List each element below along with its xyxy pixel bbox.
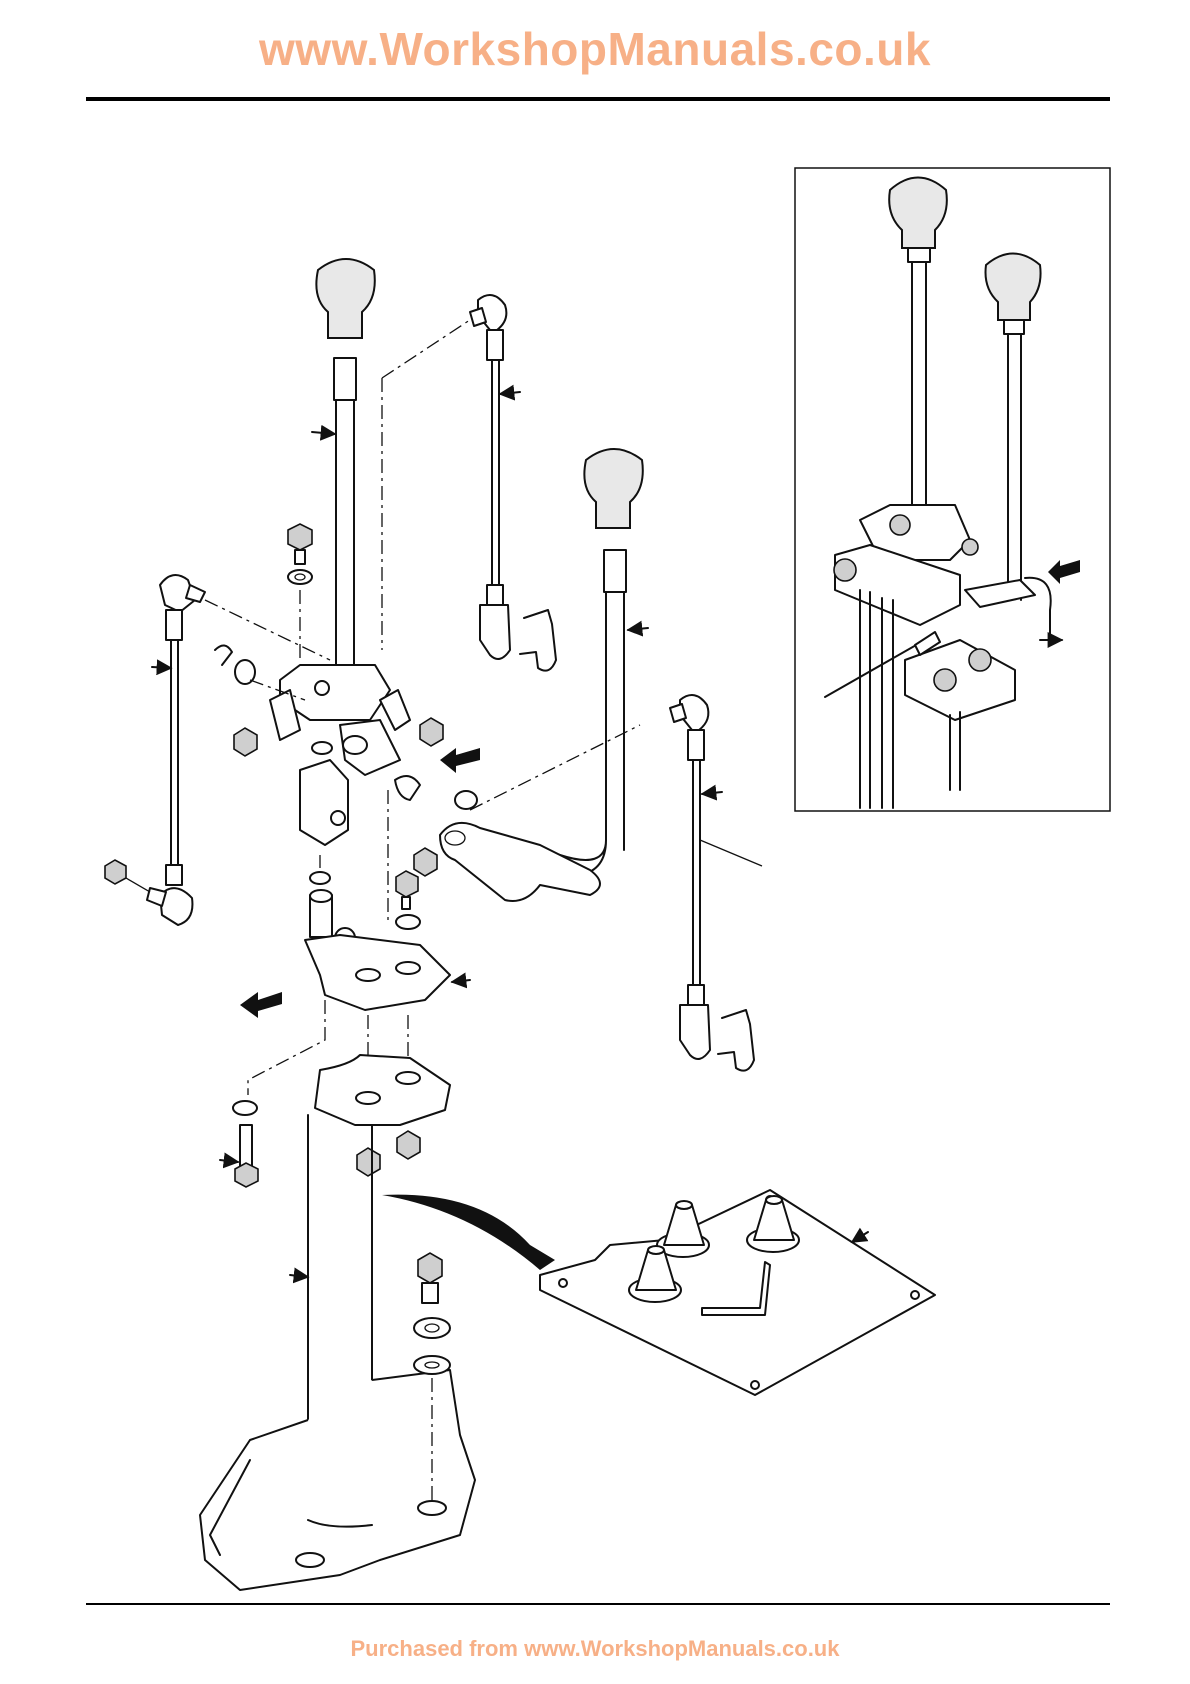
selector-gate-plate [240,871,470,1018]
upper-link-rod [470,295,556,671]
pivot-housing [215,524,480,775]
footer-rule [86,1603,1110,1605]
main-gear-lever [312,259,375,700]
inset-detail [795,168,1110,811]
detail-pointer-swoosh [382,1195,555,1270]
right-link-rod [670,695,762,1071]
transfer-lever [414,449,648,901]
pedestal-base [200,1115,475,1590]
lower-mount-plate [220,1000,450,1187]
footer-text: Purchased from www.WorkshopManuals.co.uk [0,1636,1190,1662]
grommet-plate [540,1190,935,1395]
left-link-rod [105,575,205,925]
